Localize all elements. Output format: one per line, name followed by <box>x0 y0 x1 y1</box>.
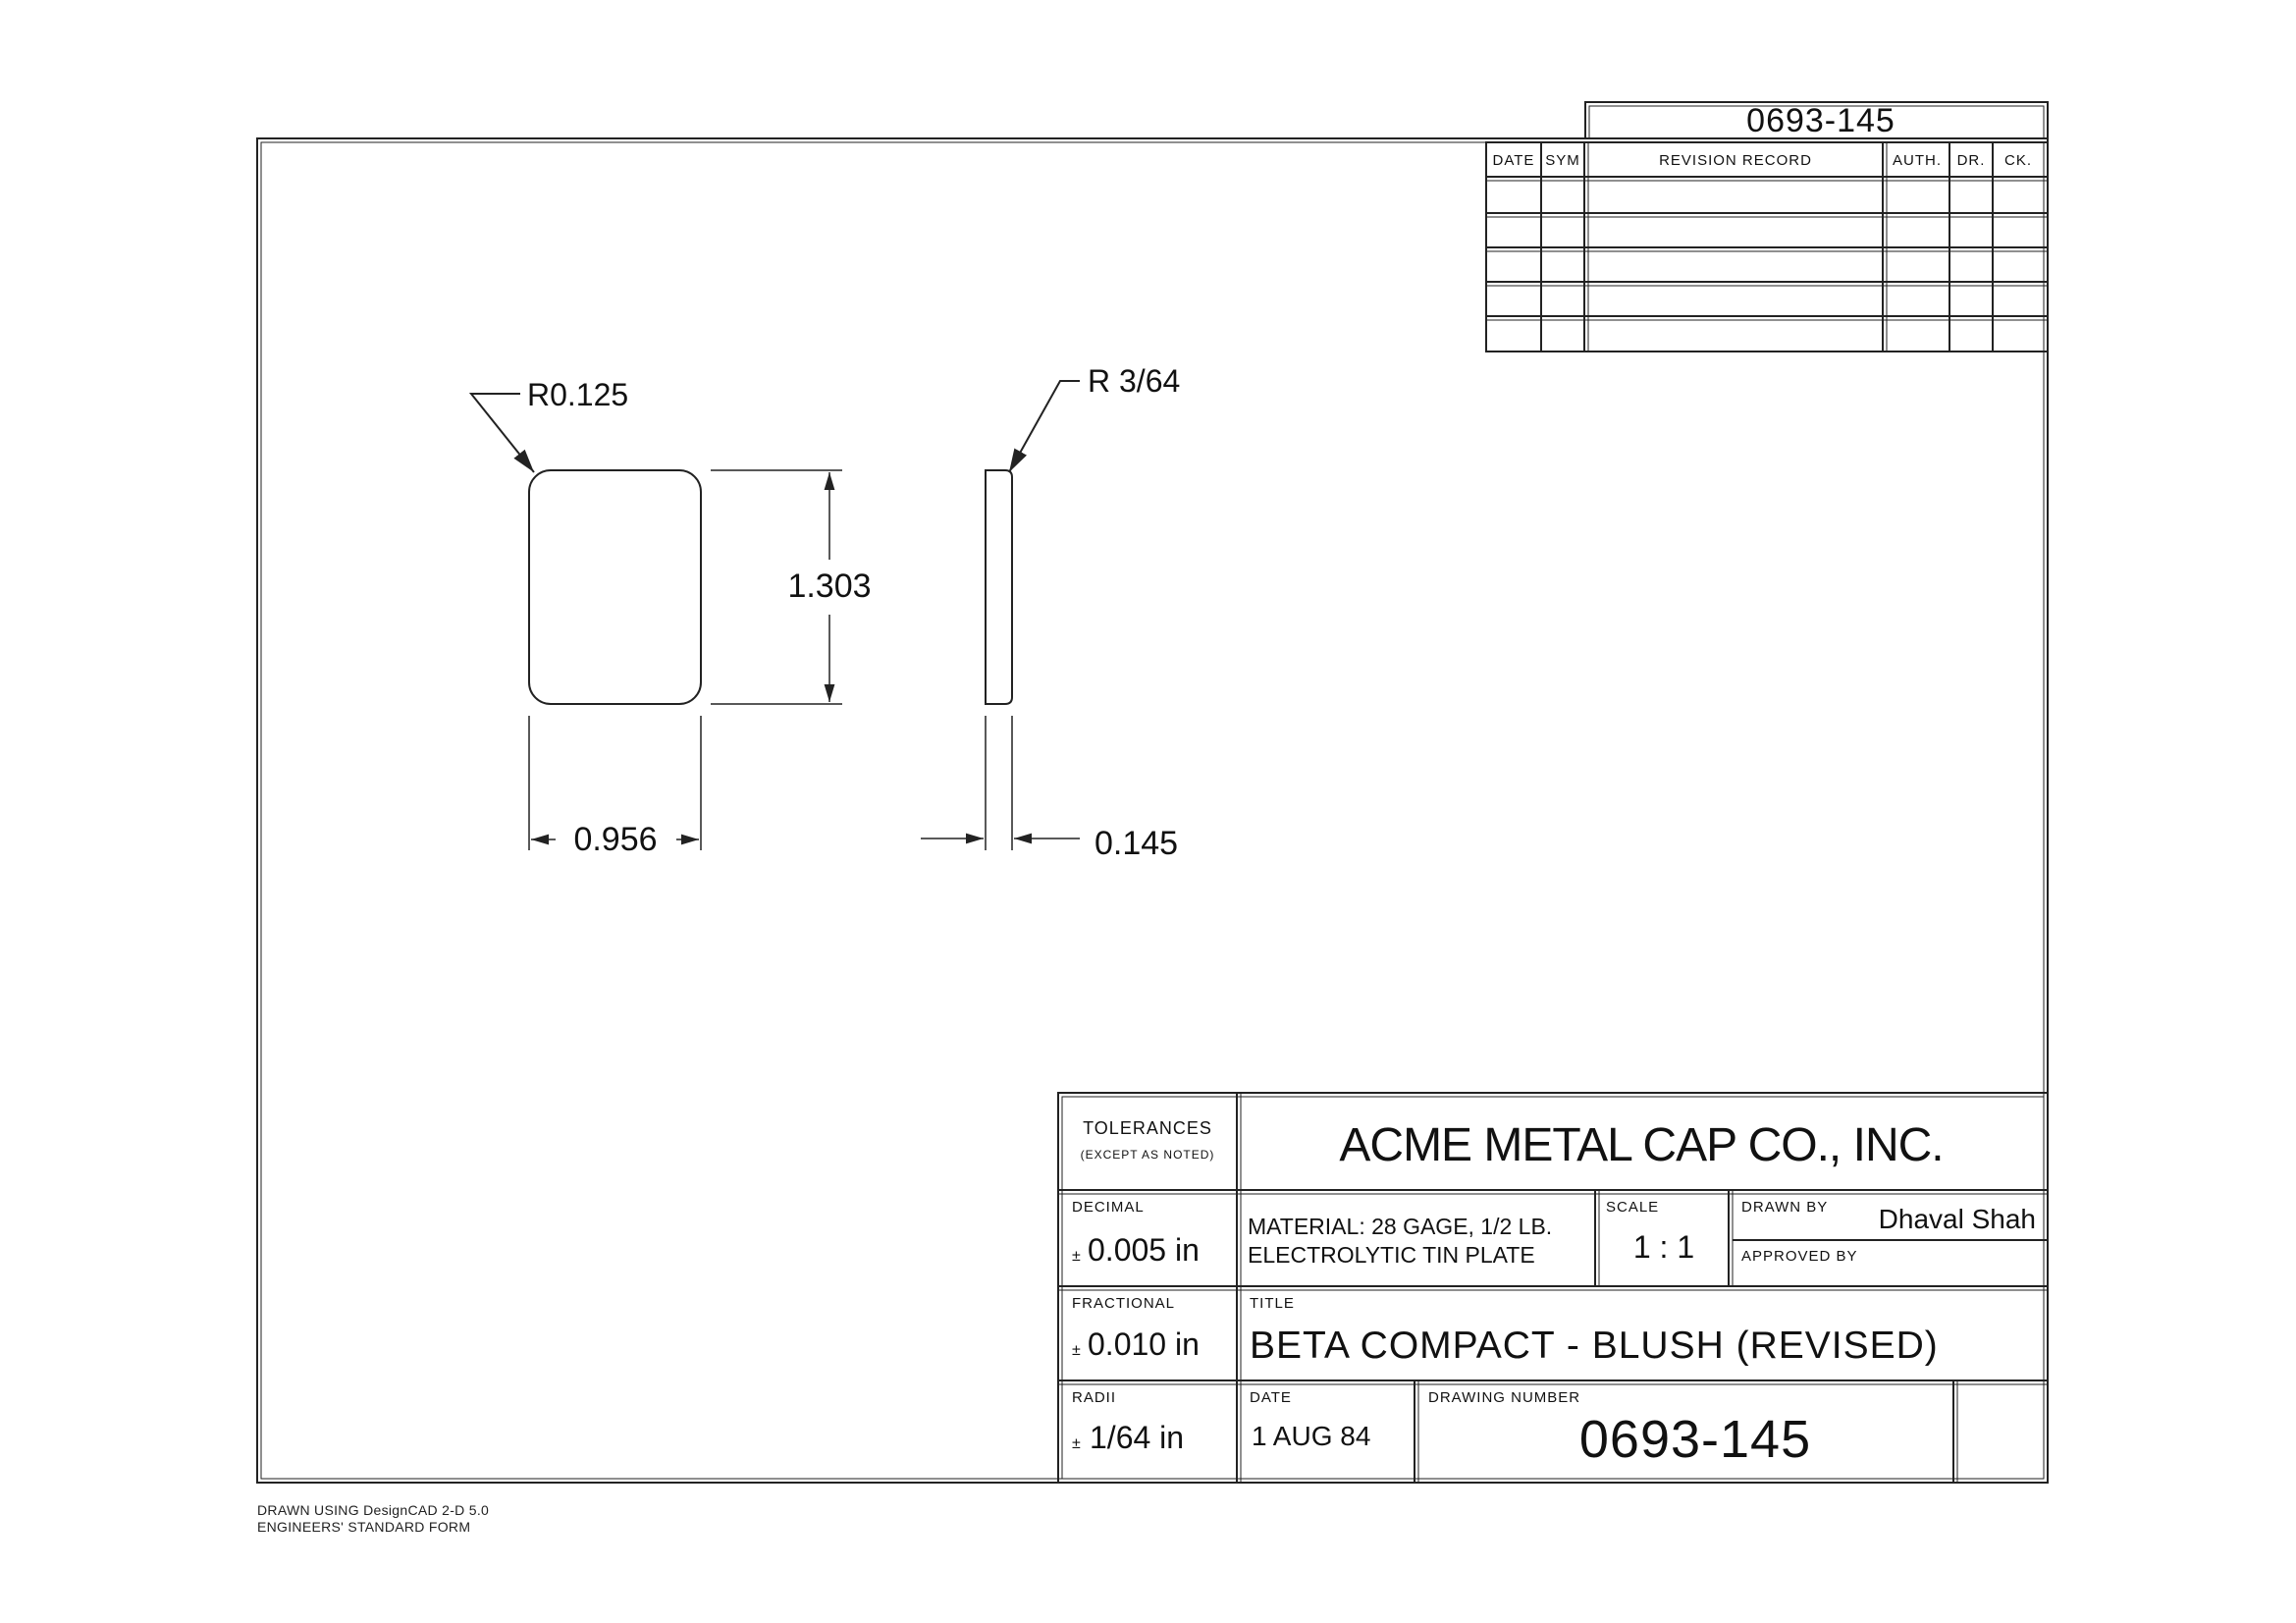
front-view-outline <box>528 469 702 705</box>
rev-header-date: DATE <box>1493 152 1535 169</box>
tolerances-label: TOLERANCES <box>1083 1118 1212 1138</box>
side-view-outline <box>985 469 1013 705</box>
scale-label: SCALE <box>1606 1199 1659 1216</box>
footer-software-note: DRAWN USING DesignCAD 2-D 5.0 <box>257 1502 490 1518</box>
fractional-plus-minus: ± <box>1072 1342 1081 1359</box>
decimal-label: DECIMAL <box>1072 1199 1145 1216</box>
sheet-border <box>256 137 2049 1484</box>
fractional-label: FRACTIONAL <box>1072 1295 1175 1312</box>
width-dimension-label: 0.956 <box>573 821 657 858</box>
scale-value: 1 : 1 <box>1633 1229 1694 1265</box>
rev-header-dr: DR. <box>1957 152 1986 169</box>
date-label: DATE <box>1250 1389 1292 1406</box>
edge-radius-label: R 3/64 <box>1088 363 1180 399</box>
material-line2: ELECTROLYTIC TIN PLATE <box>1248 1242 1535 1268</box>
tolerances-note: (EXCEPT AS NOTED) <box>1081 1148 1215 1162</box>
material-line1: MATERIAL: 28 GAGE, 1/2 LB. <box>1248 1214 1552 1239</box>
decimal-value: 0.005 in <box>1088 1232 1200 1268</box>
radius-leader <box>468 393 535 473</box>
drawing-number-value: 0693-145 <box>1579 1410 1811 1469</box>
revision-table <box>1485 141 2049 352</box>
title-label: TITLE <box>1250 1295 1295 1312</box>
approved-by-label: APPROVED BY <box>1741 1248 1858 1265</box>
rev-header-sym: SYM <box>1545 152 1580 169</box>
fractional-value: 0.010 in <box>1088 1326 1200 1362</box>
front-view: R0.125 1.303 0.956 <box>468 377 872 858</box>
rev-header-auth: AUTH. <box>1893 152 1942 169</box>
drawing-number-label: DRAWING NUMBER <box>1428 1389 1580 1406</box>
title-block: TOLERANCES (EXCEPT AS NOTED) ACME METAL … <box>1057 1092 2049 1484</box>
company-name: ACME METAL CAP CO., INC. <box>1339 1119 1943 1171</box>
height-dimension-label: 1.303 <box>787 568 871 605</box>
revision-drawing-number: 0693-145 <box>1746 102 1896 139</box>
edge-radius-leader <box>1008 380 1080 473</box>
decimal-plus-minus: ± <box>1072 1248 1081 1265</box>
corner-radius-label: R0.125 <box>527 377 628 412</box>
footer-form-note: ENGINEERS' STANDARD FORM <box>257 1519 471 1535</box>
rev-header-ck: CK. <box>2004 152 2032 169</box>
radii-label: RADII <box>1072 1389 1116 1406</box>
side-view: R 3/64 0.145 <box>921 363 1180 862</box>
drawn-by-value: Dhaval Shah <box>1879 1204 2036 1234</box>
radii-plus-minus: ± <box>1072 1435 1081 1452</box>
drawing-title: BETA COMPACT - BLUSH (REVISED) <box>1250 1325 1939 1367</box>
rev-header-record: REVISION RECORD <box>1659 152 1812 169</box>
footer: DRAWN USING DesignCAD 2-D 5.0 ENGINEERS'… <box>257 1502 489 1536</box>
drawn-by-label: DRAWN BY <box>1741 1199 1828 1216</box>
thickness-dimension-label: 0.145 <box>1095 825 1178 862</box>
revision-block: 0693-145 DATE SYM REVISION RECORD AUTH. <box>1485 101 2049 352</box>
date-value: 1 AUG 84 <box>1252 1421 1370 1451</box>
radii-value: 1/64 in <box>1090 1420 1184 1455</box>
